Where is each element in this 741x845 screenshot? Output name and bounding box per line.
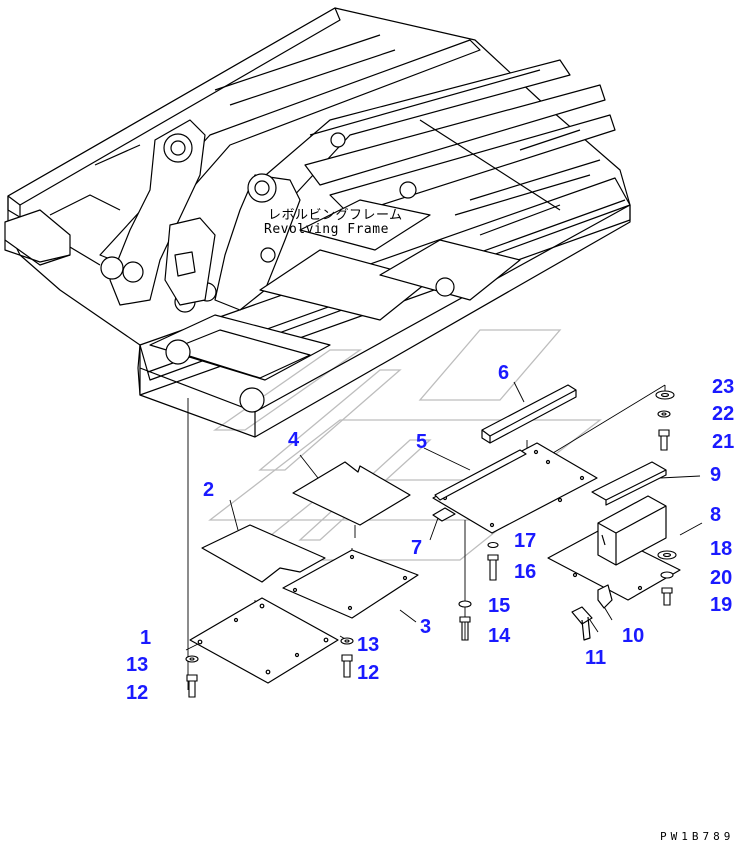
part-3-plate bbox=[282, 549, 419, 619]
callout-20: 20 bbox=[710, 567, 733, 589]
callout-13-left: 13 bbox=[126, 654, 149, 676]
callout-2: 2 bbox=[203, 479, 215, 501]
callout-12-left: 12 bbox=[126, 682, 149, 704]
callout-22: 22 bbox=[712, 403, 735, 425]
drawing-code: PW1B789 bbox=[660, 830, 735, 843]
revolving-frame-label-en: Revolving Frame bbox=[264, 222, 389, 237]
callout-13-center: 13 bbox=[357, 634, 380, 656]
part-2-cover bbox=[201, 524, 326, 583]
callout-17: 17 bbox=[514, 530, 537, 552]
revolving-frame-label-jp: レボルビングフレーム bbox=[268, 208, 403, 223]
callout-6: 6 bbox=[498, 362, 510, 384]
part-4-cover bbox=[292, 461, 411, 526]
callout-18: 18 bbox=[710, 538, 733, 560]
callout-4: 4 bbox=[288, 429, 300, 451]
callout-5: 5 bbox=[416, 431, 428, 453]
parts bbox=[189, 384, 681, 684]
part-11-bolt bbox=[571, 606, 593, 625]
callout-21: 21 bbox=[712, 431, 735, 453]
callout-3: 3 bbox=[420, 616, 432, 638]
callout-12-center: 12 bbox=[357, 662, 380, 684]
part-6-bar bbox=[481, 384, 577, 444]
revolving-frame bbox=[4, 7, 631, 438]
part-7-strip bbox=[434, 449, 527, 501]
callout-23: 23 bbox=[712, 376, 735, 398]
part-1-bottom-plate bbox=[189, 597, 339, 684]
callout-15: 15 bbox=[488, 595, 511, 617]
callout-19: 19 bbox=[710, 594, 733, 616]
callout-1: 1 bbox=[140, 627, 152, 649]
callout-7: 7 bbox=[411, 537, 423, 559]
callout-14: 14 bbox=[488, 625, 511, 647]
fasteners bbox=[185, 390, 677, 698]
callout-16: 16 bbox=[514, 561, 537, 583]
part-8-bracket bbox=[547, 529, 681, 601]
callout-10: 10 bbox=[622, 625, 645, 647]
callout-11: 11 bbox=[585, 647, 607, 669]
callout-8: 8 bbox=[710, 504, 722, 526]
callout-9: 9 bbox=[710, 464, 722, 486]
part-10-clip bbox=[597, 584, 613, 609]
